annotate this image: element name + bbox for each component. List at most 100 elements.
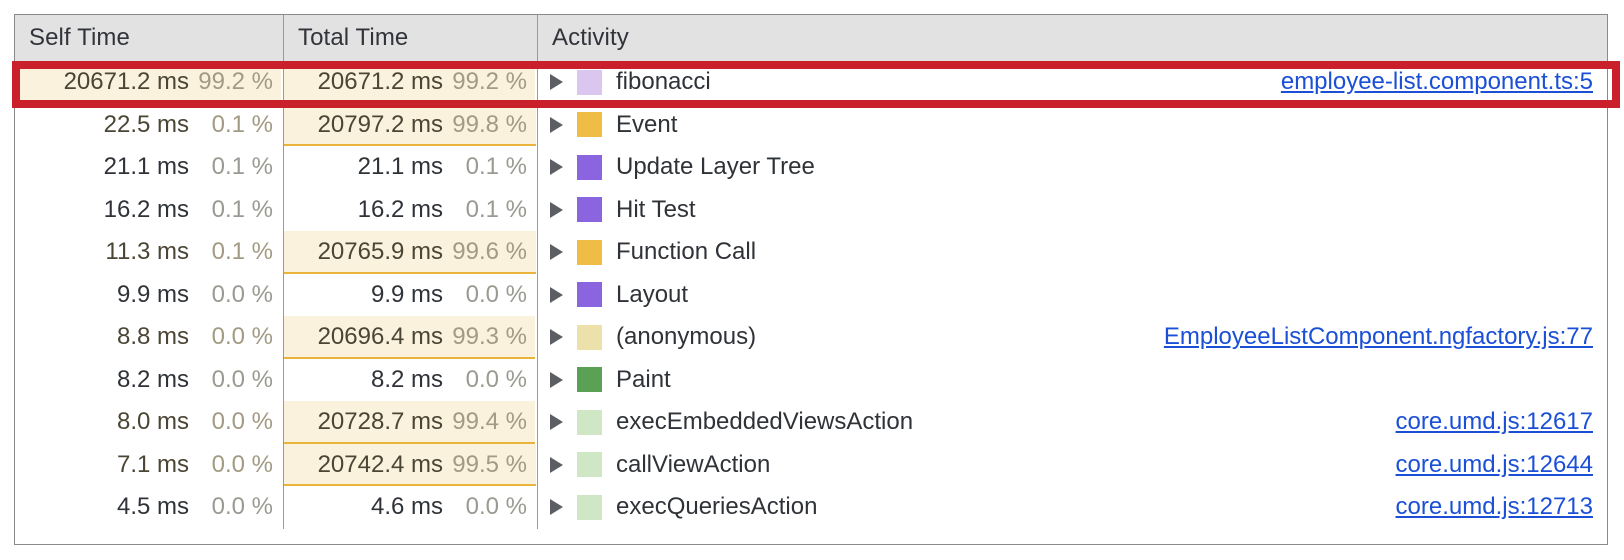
chevron-right-icon[interactable] <box>550 201 563 218</box>
source-location-link[interactable]: core.umd.js:12617 <box>1395 408 1593 436</box>
self-time-values: 16.2 ms 0.1 % <box>104 196 283 224</box>
activity-name: callViewAction <box>616 450 771 478</box>
activity-name: Layout <box>616 280 689 308</box>
chevron-right-icon[interactable] <box>550 499 563 516</box>
total-time-percent: 99.5 % <box>452 450 527 478</box>
total-time-percent: 99.6 % <box>452 238 527 266</box>
cell-activity: Paint <box>538 359 1607 402</box>
chevron-right-icon[interactable] <box>550 414 563 431</box>
total-time-ms: 20797.2 ms <box>317 110 443 138</box>
chevron-right-icon[interactable] <box>550 456 563 473</box>
self-time-ms: 22.5 ms <box>103 110 189 138</box>
total-time-percent: 0.0 % <box>465 280 527 308</box>
chevron-right-icon[interactable] <box>550 159 563 176</box>
activity-color-swatch-icon <box>577 324 602 350</box>
self-time-ms: 8.8 ms <box>116 323 189 351</box>
activity-name: Hit Test <box>616 195 696 223</box>
activity-color-swatch-icon <box>577 282 602 308</box>
table-row[interactable]: 9.9 ms 0.0 % 9.9 ms 0.0 % Layout <box>15 273 1607 317</box>
activity-name: Function Call <box>616 238 757 266</box>
activity-name: Event <box>616 110 678 138</box>
column-header-activity-label: Activity <box>552 24 629 51</box>
activity-color-swatch-icon <box>577 239 602 265</box>
column-header-total-time[interactable]: Total Time <box>284 15 538 61</box>
self-time-ms: 20671.2 ms <box>63 68 189 96</box>
total-time-ms: 4.6 ms <box>370 493 443 521</box>
column-header-total-time-label: Total Time <box>298 24 409 51</box>
total-time-percent: 99.8 % <box>452 110 527 138</box>
self-time-ms: 16.2 ms <box>103 195 189 223</box>
source-location-link[interactable]: employee-list.component.ts:5 <box>1280 68 1593 96</box>
cell-self-time: 9.9 ms 0.0 % <box>15 273 284 316</box>
source-location-link[interactable]: core.umd.js:12644 <box>1395 450 1593 478</box>
total-time-percent: 0.0 % <box>465 365 527 393</box>
total-time-percent: 99.3 % <box>452 323 527 351</box>
total-time-ms: 20671.2 ms <box>317 68 443 96</box>
total-time-ms: 9.9 ms <box>370 280 443 308</box>
cell-self-time: 8.8 ms 0.0 % <box>15 316 284 359</box>
self-time-ms: 21.1 ms <box>103 153 189 181</box>
self-time-values: 9.9 ms 0.0 % <box>117 281 283 309</box>
total-time-values: 9.9 ms 0.0 % <box>371 281 537 309</box>
chevron-right-icon[interactable] <box>550 371 563 388</box>
performance-bottom-up-table: Self Time Total Time Activity 20671.2 ms… <box>14 14 1608 545</box>
column-header-activity[interactable]: Activity <box>538 15 1607 61</box>
source-location-link[interactable]: core.umd.js:12713 <box>1395 493 1593 521</box>
column-header-self-time[interactable]: Self Time <box>15 15 284 61</box>
chevron-right-icon[interactable] <box>550 286 563 303</box>
total-time-percent: 0.1 % <box>465 153 527 181</box>
activity-name: execEmbeddedViewsAction <box>616 408 914 436</box>
activity-name: (anonymous) <box>616 323 757 351</box>
total-time-percent: 0.1 % <box>465 195 527 223</box>
self-time-percent: 0.0 % <box>211 280 273 308</box>
table-header-row: Self Time Total Time Activity <box>15 15 1607 61</box>
self-time-ms: 9.9 ms <box>116 280 189 308</box>
self-time-percent: 0.0 % <box>211 493 273 521</box>
chevron-right-icon[interactable] <box>550 116 563 133</box>
self-time-percent: 0.1 % <box>211 195 273 223</box>
activity-color-swatch-icon <box>577 367 602 393</box>
total-time-ms: 8.2 ms <box>370 365 443 393</box>
self-time-ms: 7.1 ms <box>116 450 189 478</box>
source-location-link[interactable]: EmployeeListComponent.ngfactory.js:77 <box>1163 323 1593 351</box>
cell-self-time: 16.2 ms 0.1 % <box>15 188 284 231</box>
self-time-percent: 0.0 % <box>211 408 273 436</box>
chevron-right-icon[interactable] <box>550 74 563 91</box>
chevron-right-icon[interactable] <box>550 329 563 346</box>
self-time-ms: 11.3 ms <box>105 238 189 266</box>
total-time-ms: 21.1 ms <box>357 153 443 181</box>
cell-activity: Layout <box>538 274 1607 317</box>
self-time-percent: 0.0 % <box>211 323 273 351</box>
chevron-right-icon[interactable] <box>550 244 563 261</box>
